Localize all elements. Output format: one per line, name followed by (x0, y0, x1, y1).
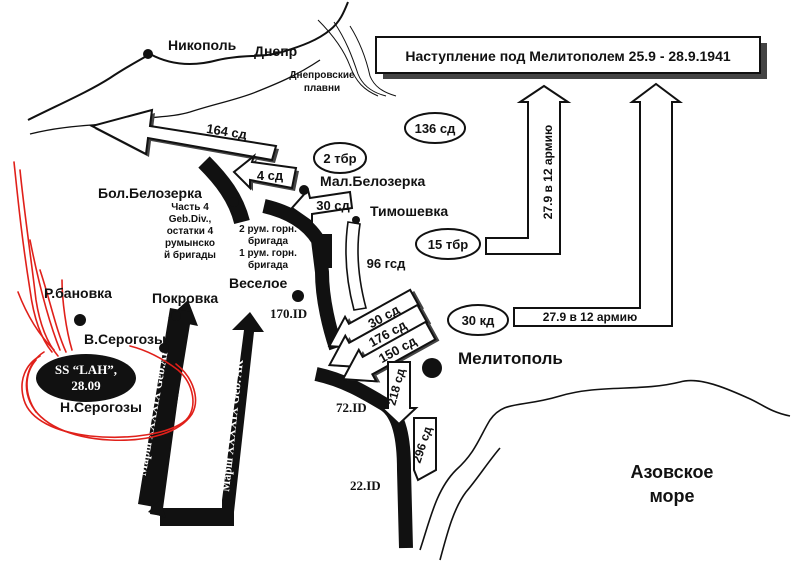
ss-lah-label: SS “LAH”, (55, 362, 117, 377)
unit-4sd: 4 сд (257, 168, 284, 183)
marker-nikopol (143, 49, 153, 59)
place-dnepr: Днепр (254, 43, 297, 59)
rum1-line-2: бригада (248, 259, 289, 271)
unit-15tbr: 15 тбр (428, 237, 468, 252)
oval-2tbr: 2 тбр (313, 142, 367, 174)
rum2-line-1: 2 рум. горн. (239, 224, 297, 235)
place-dnepr-plavni-1: Днепровские (289, 70, 355, 81)
place-nikopol: Никополь (168, 37, 237, 53)
place-dnepr-plavni-2: плавни (304, 83, 340, 94)
place-timoshevka: Тимошевка (370, 203, 448, 219)
place-mal-belozerka: Мал.Белозерка (320, 173, 425, 189)
place-melitopol: Мелитополь (458, 349, 563, 368)
rum-brigades-note: 2 рум. горн. бригада 1 рум. горн. бригад… (239, 224, 297, 271)
unit-30kd: 30 кд (462, 313, 496, 328)
oval-15tbr: 15 тбр (415, 228, 481, 260)
ss-lah-marker: SS “LAH”, 28.09 (36, 354, 136, 402)
german-22id: 22.ID (350, 478, 381, 493)
geb-div-line-1: Часть 4 (171, 202, 209, 213)
german-72id: 72.ID (336, 400, 367, 415)
place-veseloe: Веселое (229, 275, 288, 291)
marker-pokrovka (171, 311, 181, 321)
arrow-army12-a: 27.9 в 12 армию (485, 84, 572, 255)
marker-melitopol (422, 358, 442, 378)
place-pokrovka: Покровка (152, 290, 218, 306)
coastline-azov (419, 379, 791, 561)
town-markers (74, 49, 442, 378)
title-box: Наступление под Мелитополем 25.9 - 28.9.… (375, 36, 767, 79)
unit-136sd: 136 сд (415, 121, 457, 136)
oval-136sd: 136 сд (404, 112, 466, 144)
rum2-line-2: бригада (248, 235, 289, 247)
place-bol-belozerka: Бол.Белозерка (98, 185, 202, 201)
marker-veseloe (292, 290, 304, 302)
marker-timoshevka (352, 216, 360, 224)
oval-30kd: 30 кд (447, 304, 509, 336)
coastline-north (27, 1, 397, 135)
geb-div-line-4: румынско (165, 238, 215, 249)
marker-rubanovka (74, 314, 86, 326)
place-azov-1: Азовское (631, 462, 714, 482)
unit-30sd-top: 30 сд (316, 198, 350, 213)
geb-div-line-5: й бригады (164, 249, 216, 261)
map-title: Наступление под Мелитополем 25.9 - 28.9.… (405, 48, 731, 64)
unit-army12-b: 27.9 в 12 армию (543, 310, 637, 324)
arrow-army12-b: 27.9 в 12 армию (513, 82, 683, 327)
arrow-218sd: 218 сд (379, 361, 419, 426)
arrow-296sd: 296 сд (410, 417, 437, 482)
place-v-serogozy: В.Серогозы (84, 331, 166, 347)
place-n-serogozy: Н.Серогозы (60, 399, 142, 415)
place-rubanovka: Р.бановка (44, 285, 112, 301)
marker-bol-belozerka (229, 197, 239, 207)
unit-96gsd: 96 гсд (367, 256, 407, 271)
rum1-line-1: 1 рум. горн. (239, 248, 297, 259)
ss-lah-date: 28.09 (71, 378, 101, 393)
unit-164sd: 164 сд (205, 121, 248, 142)
place-azov-2: море (649, 486, 694, 506)
marker-mal-belozerka (299, 185, 309, 195)
unit-army12-a: 27.9 в 12 армию (541, 125, 555, 219)
geb-div-line-3: остатки 4 (167, 226, 214, 237)
geb-div-line-2: Geb.Div., (169, 214, 212, 225)
arrow-4sd: 4 сд (232, 153, 299, 191)
unit-2tbr: 2 тбр (323, 151, 356, 166)
geb-div-note: Часть 4 Geb.Div., остатки 4 румынско й б… (164, 202, 216, 261)
german-block (318, 234, 332, 268)
arrow-30sd-top: 30 сд (290, 187, 354, 224)
red-annotation (13, 161, 197, 442)
bracket-96gsd: 96 гсд (345, 221, 407, 311)
german-170id: 170.ID (270, 306, 307, 321)
arrow-164sd: 164 сд (89, 108, 279, 163)
marker-v-serogozy (159, 343, 169, 353)
